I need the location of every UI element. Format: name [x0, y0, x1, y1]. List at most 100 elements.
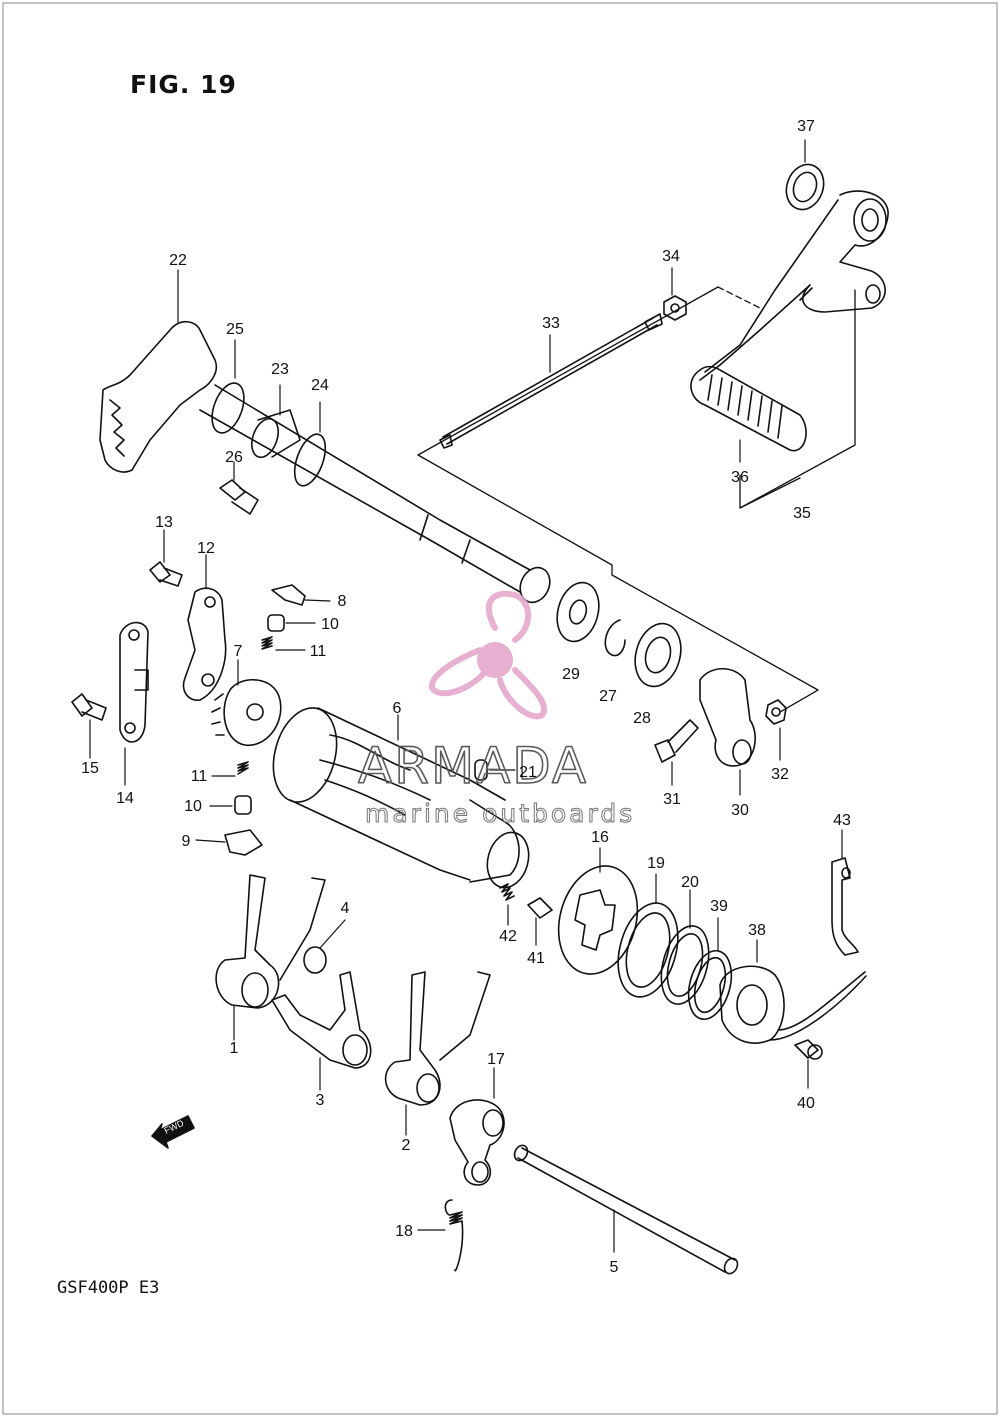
callout-29: 29: [562, 666, 580, 683]
part-19-gasket: [617, 873, 679, 998]
watermark: ARMADA marine outboards: [357, 590, 635, 829]
part-4-roller: [303, 919, 346, 974]
gearshift-shaft: [199, 384, 551, 604]
callout-8: 8: [338, 593, 347, 610]
propeller-logo-icon: [429, 590, 547, 720]
part-18-spring: [417, 1199, 464, 1272]
callout-37: 37: [797, 118, 815, 135]
part-31-bolt: [654, 719, 699, 786]
part-28-bearing: [634, 622, 682, 688]
callout-2: 2: [402, 1137, 411, 1154]
callout-1: 1: [230, 1040, 239, 1057]
callout-14: 14: [116, 790, 134, 807]
callout-11: 11: [310, 643, 327, 660]
part-10-pin-lower: [209, 795, 252, 815]
part-3-shift-fork: [271, 971, 372, 1091]
part-22-gearshift-arm: [99, 269, 218, 473]
callout-numbers: 1234567891010111112131415161718192021222…: [81, 118, 851, 1276]
callout-33: 33: [542, 315, 560, 332]
callout-32: 32: [771, 766, 789, 783]
figure-title: FIG. 19: [130, 70, 237, 99]
part-7-cam-gear: [211, 659, 282, 746]
callout-5: 5: [610, 1259, 619, 1276]
part-24-washer: [293, 401, 327, 487]
part-5-fork-shaft: [513, 1144, 739, 1275]
part-25-clip: [211, 339, 245, 434]
part-12-stopper-plate: [182, 554, 227, 701]
part-8-pin: [271, 584, 331, 606]
part-30-shift-arm: [699, 667, 756, 796]
part-41-pin: [527, 897, 553, 946]
callout-6: 6: [393, 700, 402, 717]
callout-10: 10: [184, 798, 202, 815]
callout-11: 11: [191, 768, 208, 785]
model-code: GSF400P E3: [57, 1278, 160, 1298]
callout-3: 3: [316, 1092, 325, 1109]
callout-12: 12: [197, 540, 215, 557]
callout-21: 21: [519, 764, 537, 781]
part-36-shift-rubber: [690, 365, 807, 463]
callout-15: 15: [81, 760, 99, 777]
part-42-spring: [499, 883, 515, 926]
part-13-bolt: [149, 529, 183, 587]
part-6-gearshift-cam: [272, 707, 530, 889]
callout-13: 13: [155, 514, 173, 531]
callout-38: 38: [748, 922, 766, 939]
part-40-screw: [794, 1039, 823, 1089]
callout-17: 17: [487, 1051, 505, 1068]
part-43-clamp: [831, 829, 859, 956]
callout-10: 10: [321, 616, 339, 633]
callout-41: 41: [527, 950, 545, 967]
callout-7: 7: [234, 643, 243, 660]
callout-25: 25: [226, 321, 244, 338]
callout-35: 35: [793, 505, 811, 522]
part-14-cam-guide: [119, 621, 149, 786]
part-23-collar: [251, 384, 301, 459]
watermark-brand: ARMADA: [358, 737, 588, 795]
part-32-nut: [765, 699, 787, 761]
callout-20: 20: [681, 874, 699, 891]
watermark-subtitle: marine outboards: [365, 799, 635, 828]
part-38-gear-position-switch: [719, 939, 867, 1044]
part-27-circlip: [604, 619, 626, 657]
callout-24: 24: [311, 377, 329, 394]
callout-22: 22: [169, 252, 187, 269]
callout-42: 42: [499, 928, 517, 945]
callout-30: 30: [731, 802, 749, 819]
callout-26: 26: [225, 449, 243, 466]
callout-4: 4: [341, 900, 350, 917]
part-2-shift-fork: [384, 971, 491, 1136]
bracket-lines: [417, 286, 856, 713]
callout-19: 19: [647, 855, 665, 872]
part-20-oring: [660, 889, 710, 1005]
callout-16: 16: [591, 829, 609, 846]
callout-36: 36: [731, 469, 749, 486]
part-10-pin-upper: [267, 614, 316, 632]
callout-23: 23: [271, 361, 289, 378]
callout-27: 27: [599, 688, 617, 705]
part-11-spring-lower: [211, 761, 249, 777]
part-15-screw: [71, 693, 107, 759]
callout-9: 9: [182, 833, 191, 850]
part-39-oring: [687, 917, 733, 1021]
part-1-shift-fork: [215, 874, 326, 1041]
fwd-arrow-badge: FWD: [151, 1115, 195, 1149]
part-9-pawl: [195, 829, 263, 856]
callout-43: 43: [833, 812, 851, 829]
callout-28: 28: [633, 710, 651, 727]
part-11-spring-upper: [261, 636, 306, 651]
callout-31: 31: [663, 791, 681, 808]
part-33-shift-rod: [439, 313, 663, 449]
callout-39: 39: [710, 898, 728, 915]
part-34-nut: [663, 267, 687, 321]
part-35-gearshift-lever: [699, 190, 889, 381]
callout-34: 34: [662, 248, 680, 265]
callout-40: 40: [797, 1095, 815, 1112]
part-21-pin: [474, 759, 516, 781]
part-29-washer: [556, 581, 600, 643]
callout-18: 18: [395, 1223, 413, 1240]
part-37-washer: [785, 139, 825, 211]
